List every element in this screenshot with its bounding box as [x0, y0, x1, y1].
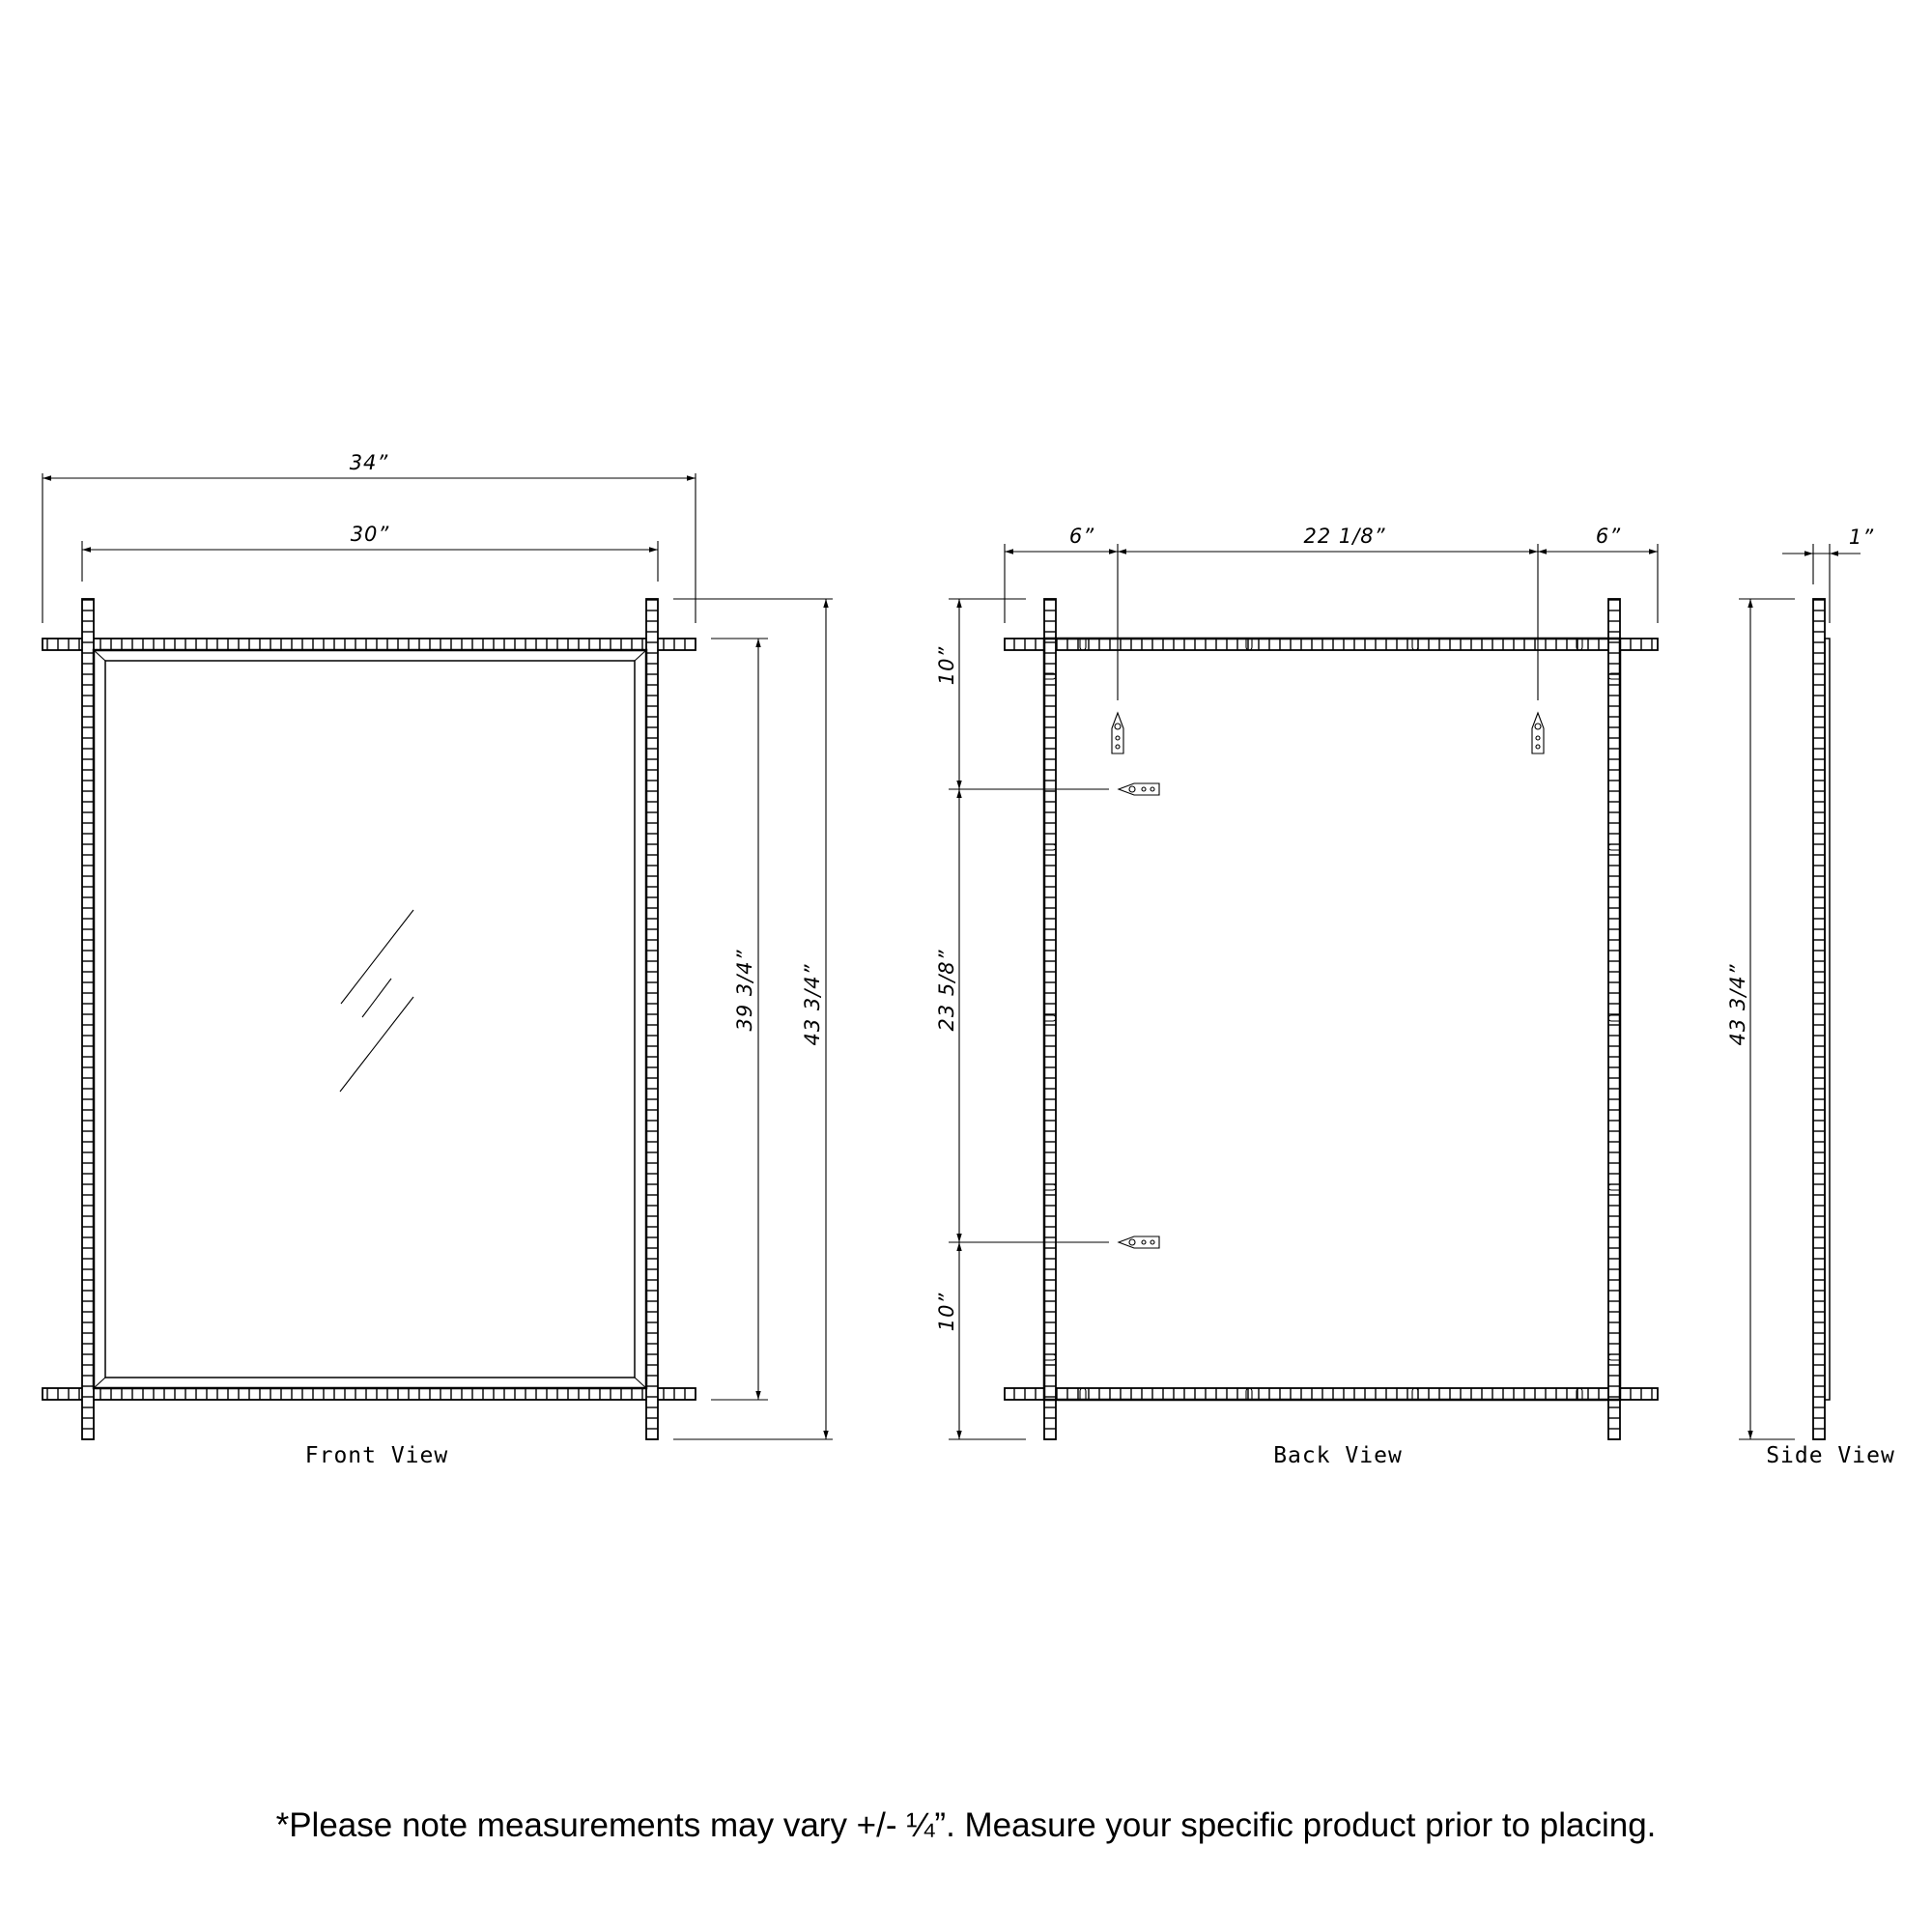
- left-offset-label: 6”: [1069, 525, 1094, 548]
- reflection-lines: [339, 909, 414, 1093]
- retaining-clips: [1044, 639, 1620, 1400]
- back-panel: [1042, 637, 1622, 1402]
- side-view: 1” 43 3/4” Side View: [1726, 526, 1895, 1468]
- overall-width-label: 34”: [350, 451, 389, 474]
- mirror-outer-frame: [92, 648, 648, 1390]
- front-overall-height-label: 43 3/4”: [801, 963, 824, 1045]
- hanger-middle-lower: [1117, 1236, 1160, 1249]
- right-offset-label: 6”: [1596, 525, 1621, 548]
- middle-spacing-label: 23 5/8”: [935, 949, 958, 1031]
- hanger-spacing-label: 22 1/8”: [1303, 525, 1385, 548]
- front-view: 34” 30” 39 3/4” 43 3/4” Front View: [42, 451, 833, 1468]
- side-view-label: Side View: [1766, 1443, 1895, 1468]
- back-view: 6” 22 1/8” 6” 10” 23 5/8” 10” Back View: [935, 525, 1659, 1468]
- bottom-offset-label: 10”: [935, 1293, 958, 1332]
- side-mirror-edge: [1824, 638, 1831, 1401]
- depth-label: 1”: [1849, 526, 1874, 549]
- mirror-glass: [104, 660, 636, 1378]
- hanger-top-right: [1531, 711, 1545, 754]
- front-view-label: Front View: [305, 1443, 448, 1468]
- back-view-label: Back View: [1273, 1443, 1403, 1468]
- hanger-middle-upper: [1117, 782, 1160, 796]
- hanger-top-left: [1111, 711, 1124, 754]
- top-offset-label: 10”: [935, 646, 958, 686]
- mirror-height-label: 39 3/4”: [733, 949, 756, 1031]
- side-height-label: 43 3/4”: [1726, 963, 1749, 1045]
- measurement-footnote: *Please note measurements may vary +/- ¼…: [275, 1806, 1657, 1844]
- mirror-width-label: 30”: [351, 523, 390, 546]
